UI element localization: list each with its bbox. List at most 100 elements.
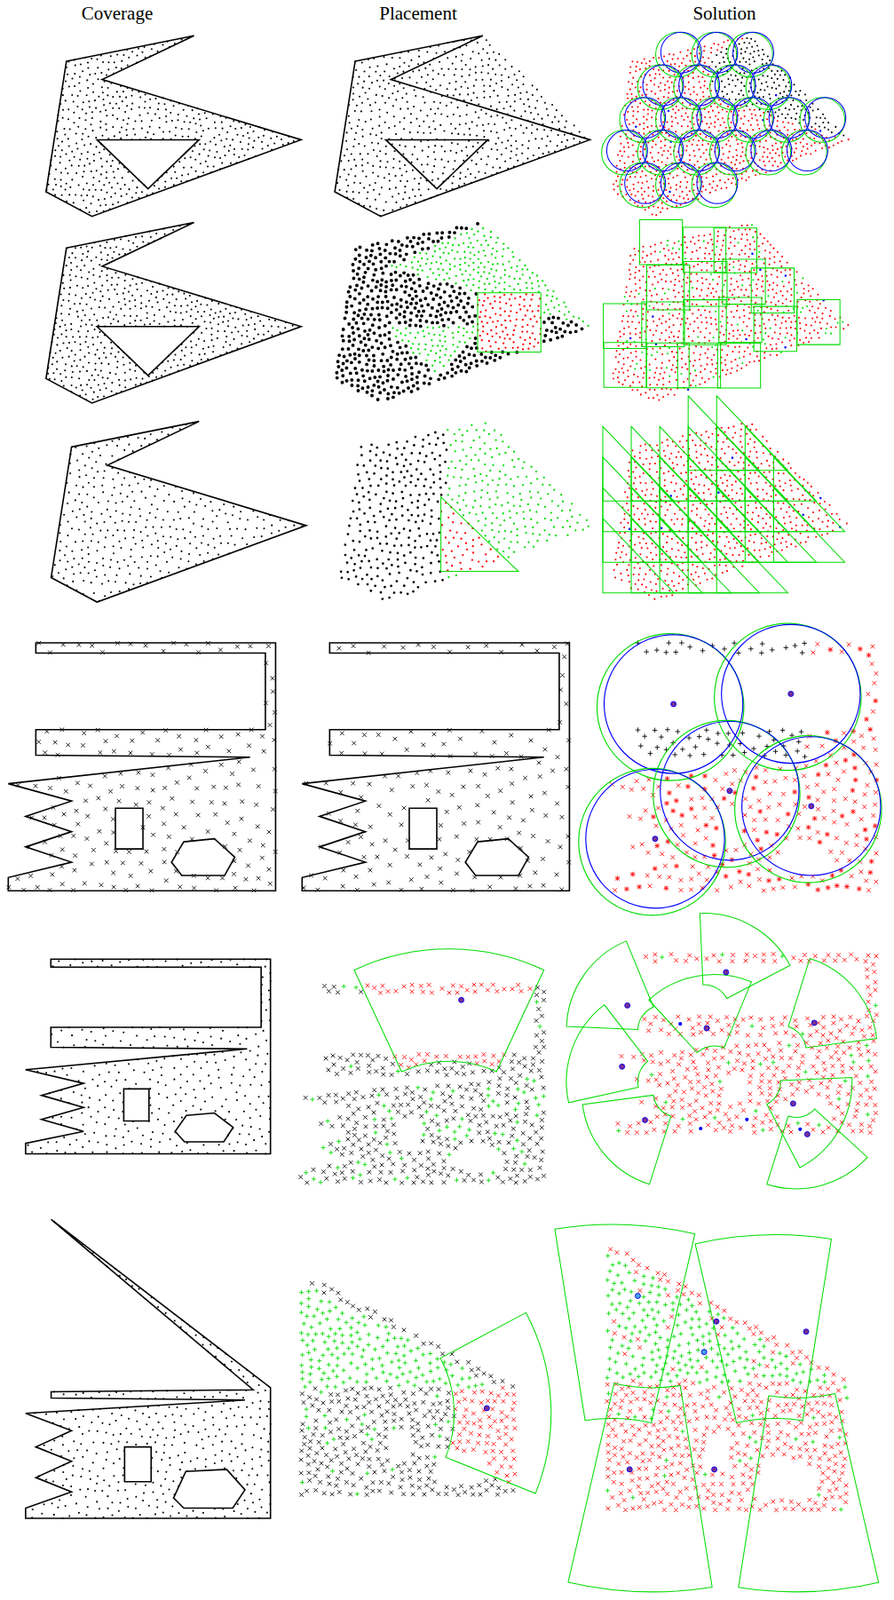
sensor-range [691, 31, 737, 78]
sensor-triangle [716, 487, 788, 562]
guard-position [804, 1131, 810, 1137]
sample-points [613, 422, 848, 600]
guard-position [788, 690, 794, 697]
sensor-triangle [744, 457, 816, 532]
sample-points [678, 1021, 802, 1132]
sensor-triangle [602, 426, 674, 501]
sensor-triangle [659, 426, 731, 501]
guard-position [458, 996, 465, 1003]
sensor-range [799, 97, 846, 143]
region-outline [7, 642, 276, 891]
region-outline [25, 1218, 271, 1519]
sensor-range [763, 97, 809, 143]
region-outline [301, 642, 570, 891]
sample-points [51, 422, 303, 602]
sample-points [31, 1220, 272, 1520]
sensor-square [683, 300, 727, 346]
guard-position [625, 1002, 631, 1008]
sensor-triangle [716, 518, 788, 594]
sample-points [440, 501, 499, 571]
sample-points [340, 431, 449, 601]
guard-position [713, 1318, 720, 1324]
sensor-range [745, 64, 792, 111]
sensor-square [646, 342, 689, 388]
sensor-range [637, 130, 683, 176]
column-heading: Placement [379, 3, 457, 24]
sensor-triangle [716, 395, 788, 471]
sample-points [298, 983, 546, 1185]
sensor-square [603, 303, 647, 349]
sample-points [303, 983, 546, 1185]
sensor-triangle [631, 518, 703, 594]
region-outline [409, 807, 437, 849]
sample-points [476, 292, 542, 353]
sensor-triangle [602, 487, 674, 562]
sample-points [334, 221, 584, 402]
sensor-triangle [773, 457, 845, 532]
sensor-range [782, 130, 828, 176]
sample-points [612, 37, 850, 216]
sample-points [336, 35, 586, 217]
sensor-sector [554, 1224, 696, 1423]
sensor-triangle [602, 518, 674, 594]
guard-position [642, 1116, 649, 1123]
guard-position [652, 836, 658, 842]
region-outline [174, 1469, 246, 1509]
sensor-range [733, 31, 775, 73]
region-outline [115, 807, 143, 849]
sensor-sector [788, 958, 878, 1048]
region-outline [465, 838, 529, 876]
column-heading: Coverage [81, 3, 153, 24]
sensor-range [709, 64, 755, 111]
sensor-range [656, 97, 702, 143]
sensor-triangle [744, 426, 816, 501]
sensor-range [727, 97, 774, 143]
sensor-square [717, 343, 760, 389]
sample-points [301, 640, 571, 893]
sensor-range [656, 162, 702, 208]
guard-position [483, 1405, 490, 1411]
sensor-range [727, 31, 774, 78]
sensor-triangle [631, 487, 703, 562]
sensor-range [805, 97, 847, 139]
sensor-sector [767, 1108, 868, 1189]
sensor-sector [695, 1234, 831, 1424]
region-outline [96, 326, 199, 376]
sensor-range [691, 97, 737, 143]
sensor-triangle [602, 457, 674, 532]
sensor-sector [582, 1094, 672, 1184]
sensor-sector [699, 913, 791, 999]
sensor-range [656, 31, 702, 78]
sensor-range [714, 623, 862, 770]
sensor-range [742, 736, 881, 876]
sensor-triangle [659, 487, 731, 562]
sensor-triangle [441, 497, 519, 572]
sensor-square [713, 228, 757, 274]
sensor-sector [440, 1312, 552, 1494]
sensor-range [745, 130, 792, 176]
sensor-triangle [631, 426, 703, 501]
guard-position [803, 1329, 809, 1335]
sensor-square [641, 301, 685, 348]
sensor-triangle [659, 518, 731, 594]
sensor-range [673, 64, 720, 111]
sensor-triangle [716, 457, 788, 532]
sensor-range [619, 97, 665, 143]
sensor-square [677, 342, 720, 388]
sensor-range [637, 64, 683, 111]
sample-points [46, 35, 301, 214]
sensor-range [786, 130, 828, 172]
sample-points [7, 640, 278, 893]
sample-points [624, 223, 845, 387]
sensor-range [751, 64, 792, 106]
sensor-range [691, 162, 737, 208]
sample-points [616, 951, 879, 1135]
drawing [7, 31, 883, 1592]
sample-points [612, 224, 850, 402]
region-outline [46, 222, 301, 404]
sensor-triangle [688, 457, 760, 532]
sensor-sector [648, 974, 752, 1053]
sensor-range [673, 130, 720, 176]
sensor-range [596, 633, 744, 781]
sensor-range [601, 130, 648, 176]
